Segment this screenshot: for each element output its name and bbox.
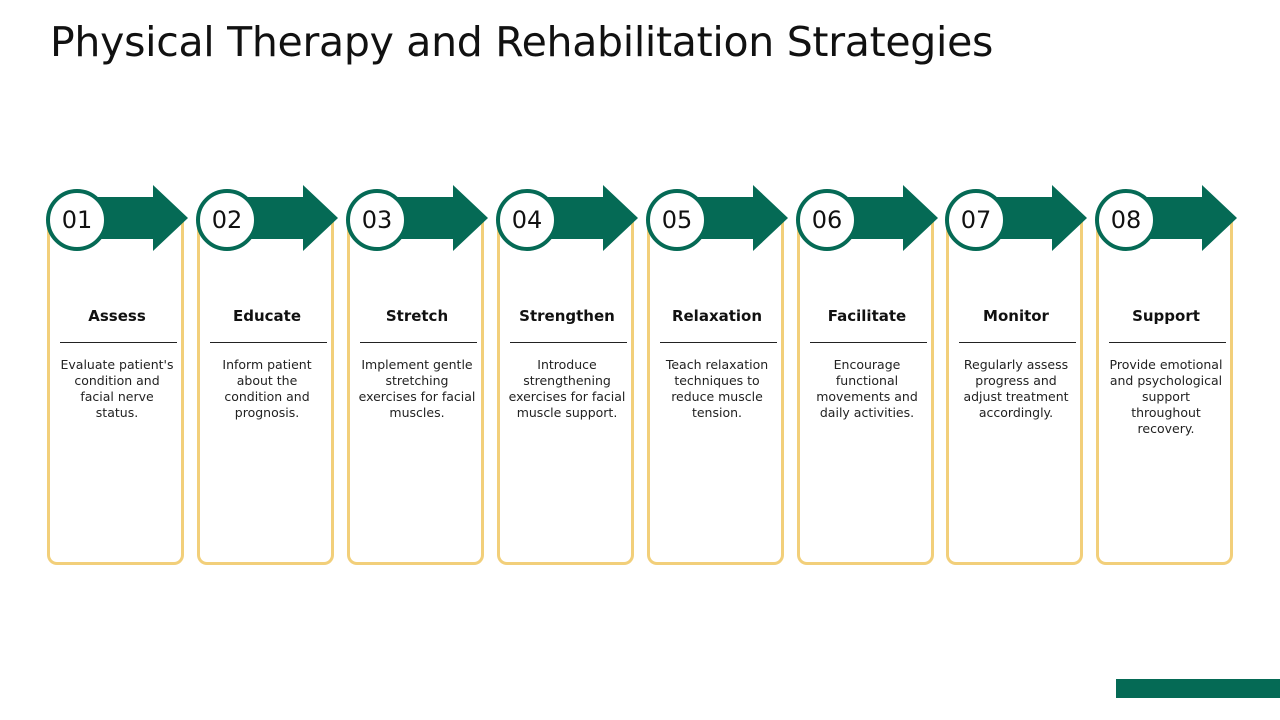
step-6: 06 Facilitate Encourage functional movem… [796, 185, 941, 571]
step-7: 07 Monitor Regularly assess progress and… [945, 185, 1090, 571]
step-title: Facilitate [827, 307, 907, 325]
step-description: Regularly assess progress and adjust tre… [963, 357, 1069, 420]
step-description: Introduce strengthening exercises for fa… [508, 357, 626, 420]
step-4: 04 Strengthen Introduce strengthening ex… [496, 185, 641, 571]
decorative-corner-bar [1116, 679, 1280, 698]
step-number-badge: 08 [1095, 189, 1157, 251]
divider [810, 342, 927, 343]
step-card [497, 215, 634, 565]
step-title: Educate [232, 307, 302, 325]
step-number-badge: 05 [646, 189, 708, 251]
step-number-badge: 07 [945, 189, 1007, 251]
step-number-badge: 06 [796, 189, 858, 251]
step-3: 03 Stretch Implement gentle stretching e… [346, 185, 491, 571]
step-card [647, 215, 784, 565]
divider [510, 342, 627, 343]
page-title: Physical Therapy and Rehabilitation Stra… [50, 18, 994, 66]
step-card [347, 215, 484, 565]
step-8: 08 Support Provide emotional and psychol… [1095, 185, 1240, 571]
step-title: Strengthen [519, 307, 615, 325]
step-card [797, 215, 934, 565]
step-number-badge: 01 [46, 189, 108, 251]
step-title: Assess [88, 307, 146, 325]
step-1: 01 Assess Evaluate patient's condition a… [46, 185, 191, 571]
divider [210, 342, 327, 343]
step-number-badge: 03 [346, 189, 408, 251]
step-description: Teach relaxation techniques to reduce mu… [665, 357, 769, 420]
step-title: Stretch [385, 307, 449, 325]
step-title: Relaxation [671, 307, 763, 325]
step-card [946, 215, 1083, 565]
step-2: 02 Educate Inform patient about the cond… [196, 185, 341, 571]
divider [60, 342, 177, 343]
step-title: Monitor [983, 307, 1049, 325]
divider [660, 342, 777, 343]
step-card [47, 215, 184, 565]
step-description: Encourage functional movements and daily… [816, 357, 918, 420]
step-description: Provide emotional and psychological supp… [1109, 357, 1223, 436]
step-number-badge: 04 [496, 189, 558, 251]
step-description: Evaluate patient's condition and facial … [60, 357, 174, 420]
divider [360, 342, 477, 343]
step-card [197, 215, 334, 565]
step-card [1096, 215, 1233, 565]
step-5: 05 Relaxation Teach relaxation technique… [646, 185, 791, 571]
step-number-badge: 02 [196, 189, 258, 251]
step-description: Inform patient about the condition and p… [222, 357, 312, 420]
step-title: Support [1132, 307, 1200, 325]
step-description: Implement gentle stretching exercises fo… [358, 357, 476, 420]
divider [1109, 342, 1226, 343]
divider [959, 342, 1076, 343]
